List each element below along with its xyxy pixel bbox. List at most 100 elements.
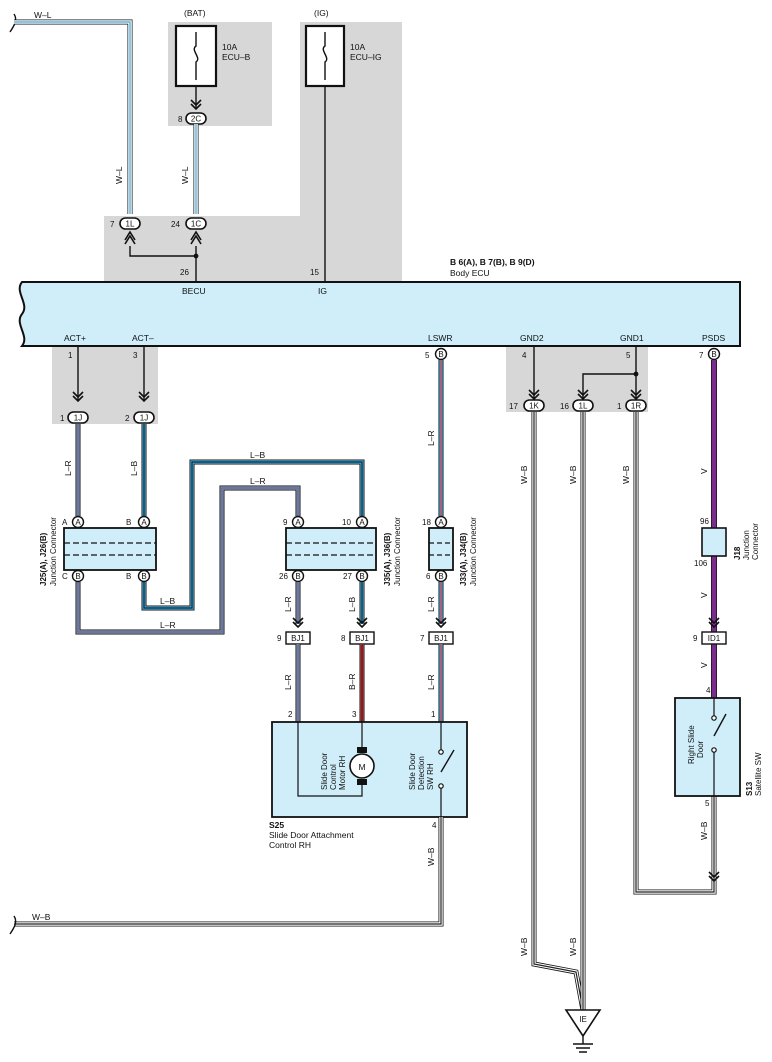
connector-id1: ID1 xyxy=(701,631,727,645)
pin-18: 18 xyxy=(422,518,431,527)
pin-lswr: 5 xyxy=(425,351,430,360)
ecu-psds: PSDS xyxy=(702,333,725,343)
s25-name-1: Slide Door Attachment xyxy=(269,830,354,840)
pin-9-bj1: 9 xyxy=(277,634,282,643)
wire-label-lb-27: L–B xyxy=(347,597,357,612)
pin-9-id1: 9 xyxy=(693,634,698,643)
pin-c-j25: B xyxy=(71,569,85,583)
pin-3-s25: 3 xyxy=(352,710,357,719)
wire-label-v-2: V xyxy=(699,592,709,598)
svg-text:IE: IE xyxy=(579,1015,587,1024)
s25-name-2: Control RH xyxy=(269,840,311,850)
fuse-ecu-ig xyxy=(304,24,346,88)
pin-act-minus: 3 xyxy=(133,351,138,360)
ecu-gnd1: GND1 xyxy=(620,333,644,343)
svg-text:ID1: ID1 xyxy=(708,634,721,643)
svg-text:B: B xyxy=(711,350,716,359)
splice-dot xyxy=(633,371,639,377)
wire-label-br-s25: B–R xyxy=(347,673,357,690)
wire-label-wl-mid: W–L xyxy=(180,166,190,184)
s13-sw-line2: Door xyxy=(696,740,705,758)
wire-label-wb-1l-low: W–B xyxy=(568,937,578,956)
wire-label-wl-left: W–L xyxy=(114,166,124,184)
wire-label-lr-top: L–R xyxy=(250,476,266,486)
svg-text:1K: 1K xyxy=(529,402,539,411)
wire-label-lr-bottom: L–R xyxy=(160,620,176,630)
pin-8: 8 xyxy=(178,115,183,124)
junction-j33-j34 xyxy=(428,527,454,571)
ecu-title: B 6(A), B 7(B), B 9(D) xyxy=(450,257,535,267)
pin-a-j35-10: A xyxy=(355,515,369,529)
wire-wb-1r xyxy=(633,412,717,895)
pin-2-1j: 2 xyxy=(125,414,130,423)
svg-text:A: A xyxy=(141,518,147,527)
pin-4-s13: 4 xyxy=(706,686,711,695)
svg-text:1J: 1J xyxy=(74,414,82,423)
junction-j25-j26 xyxy=(63,527,157,571)
pin-b-j26: B xyxy=(137,569,151,583)
pin-10: 10 xyxy=(342,518,351,527)
pin-1-1j: 1 xyxy=(60,414,65,423)
svg-text:A: A xyxy=(75,518,81,527)
junction-j18 xyxy=(701,527,727,557)
s13-name: Satellite SW xyxy=(754,752,763,796)
wire-label-wb-1k: W–B xyxy=(519,465,529,484)
chevron-up-icon xyxy=(190,230,202,245)
wire-label-lb-bottom: L–B xyxy=(160,596,175,606)
pin-psds: 7 xyxy=(699,351,704,360)
pin-1-1r: 1 xyxy=(617,402,622,411)
pin-96: 96 xyxy=(700,517,709,526)
connector-b-psds: B xyxy=(707,347,721,361)
pin-7-bj1: 7 xyxy=(420,634,425,643)
pin-label-b2: B xyxy=(126,572,131,581)
svg-text:B: B xyxy=(359,572,364,581)
pin-9: 9 xyxy=(283,518,288,527)
pin-26: 26 xyxy=(279,572,288,581)
fuse-ecu-b xyxy=(174,24,218,88)
svg-text:B: B xyxy=(295,572,300,581)
wire-label-wb-left: W–B xyxy=(32,912,51,922)
pin-1-s25: 1 xyxy=(431,710,436,719)
pin-b-j34: B xyxy=(434,569,448,583)
s25-motor-line2: Control xyxy=(329,764,338,790)
j18-name-1: Junction xyxy=(742,530,751,560)
j35-code: J35(A), J36(B) xyxy=(383,532,392,586)
pin-label-a: A xyxy=(62,518,68,527)
svg-text:2C: 2C xyxy=(191,115,201,124)
splice-dot xyxy=(193,253,199,259)
pin-5-s13: 5 xyxy=(705,799,710,808)
wire-label-wb-1k-low: W–B xyxy=(519,937,529,956)
j35-name: Junction Connector xyxy=(393,517,402,586)
ecu-top-panel xyxy=(104,216,402,282)
pin-24: 24 xyxy=(171,220,180,229)
svg-text:B: B xyxy=(438,572,443,581)
wire-label-wb-1r: W–B xyxy=(621,465,631,484)
ecu-gnd2: GND2 xyxy=(520,333,544,343)
pin-gnd2: 4 xyxy=(522,351,527,360)
s25-sw-line3: SW RH xyxy=(426,763,435,790)
motor-icon: M xyxy=(349,747,375,785)
pin-6: 6 xyxy=(426,572,431,581)
wire-wb-1k xyxy=(531,412,586,1011)
ig-label: (IG) xyxy=(314,8,329,18)
svg-text:1J: 1J xyxy=(140,414,148,423)
body-ecu xyxy=(18,281,741,347)
connector-1k: 1K xyxy=(523,399,545,412)
svg-text:B: B xyxy=(141,572,146,581)
pin-a-j26: A xyxy=(137,515,151,529)
j25-name: Junction Connector xyxy=(49,517,58,586)
svg-text:BJ1: BJ1 xyxy=(434,634,448,643)
ground-ie: IE xyxy=(564,1009,602,1053)
j25-code: J25(A), J26(B) xyxy=(39,532,48,586)
pin-17: 17 xyxy=(509,402,518,411)
j33-code: J33(A), J34(B) xyxy=(459,532,468,586)
ecu-lswr: LSWR xyxy=(428,333,453,343)
wire-label-wb-1l: W–B xyxy=(568,465,578,484)
s25-motor-line3: Motor RH xyxy=(338,756,347,790)
wire-label-v-3: V xyxy=(699,662,709,668)
ecu-left-panel xyxy=(52,346,158,424)
wire-wl-top xyxy=(9,13,133,214)
fuse-ecuig-name: ECU–IG xyxy=(350,52,382,62)
pin-7-1l: 7 xyxy=(110,220,115,229)
junction-j35-j36 xyxy=(285,527,377,571)
